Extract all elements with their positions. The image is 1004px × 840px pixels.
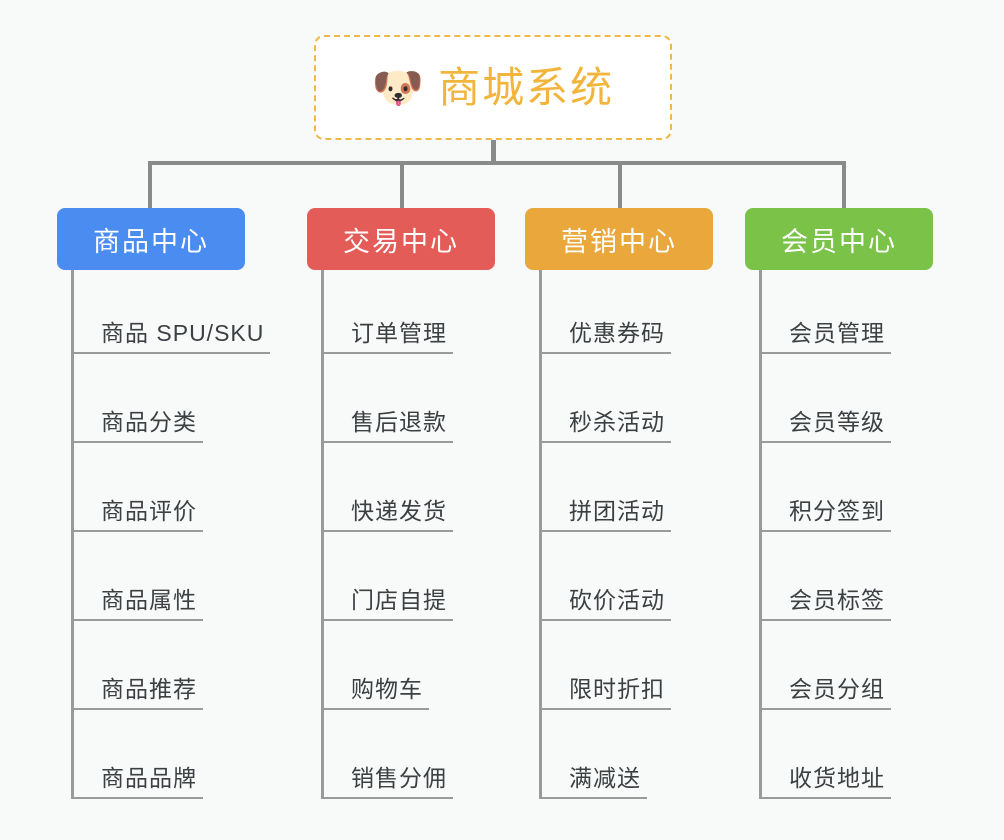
leaf-item-rule [539,441,671,443]
leaf-item-rule [539,530,671,532]
leaf-item-rule [759,797,891,799]
leaf-item-rule [759,619,891,621]
leaf-item-label: 秒杀活动 [569,409,665,435]
leaf-item-label: 门店自提 [351,587,447,613]
leaf-item-rule [71,619,203,621]
leaf-item-label: 快递发货 [351,498,447,524]
category-header-product-center[interactable]: 商品中心 [57,208,245,270]
leaf-item-label: 商品推荐 [101,676,197,702]
leaf-item-rule [759,530,891,532]
leaf-item-label: 商品评价 [101,498,197,524]
leaf-item-rule [71,708,203,710]
leaf-item-rule [759,708,891,710]
category-header-marketing-center[interactable]: 营销中心 [525,208,713,270]
leaf-item-rule [71,530,203,532]
category-header-trade-center[interactable]: 交易中心 [307,208,495,270]
leaf-item-label: 积分签到 [789,498,885,524]
leaf-item-label: 订单管理 [351,320,447,346]
leaf-item-label: 会员标签 [789,587,885,613]
leaf-item-rule [539,352,671,354]
leaf-item-rule [321,797,453,799]
leaf-item-label: 售后退款 [351,409,447,435]
leaf-item-rule [71,441,203,443]
leaf-item-rule [539,619,671,621]
bus-line [148,161,846,165]
leaf-item-rule [321,441,453,443]
leaf-item-rule [539,797,647,799]
root-node[interactable]: 🐶 商城系统 [314,35,672,140]
leaf-item-rule [321,352,453,354]
leaf-item-rule [321,530,453,532]
leaf-item-rule [759,352,891,354]
branch-drop-line-1 [148,161,152,208]
branch-trunk [759,272,762,799]
branch-drop-line-3 [618,161,622,208]
leaf-item-label: 商品品牌 [101,765,197,791]
leaf-item-label: 优惠券码 [569,320,665,346]
leaf-item-label: 会员分组 [789,676,885,702]
leaf-item-label: 收货地址 [789,765,885,791]
leaf-item-label: 商品 SPU/SKU [101,320,265,346]
category-label: 交易中心 [343,226,459,257]
leaf-item-rule [539,708,671,710]
leaf-item-label: 限时折扣 [569,676,665,702]
root-title: 商城系统 [438,63,615,111]
leaf-item-label: 商品分类 [101,409,197,435]
leaf-item-rule [321,708,429,710]
leaf-item-label: 会员管理 [789,320,885,346]
leaf-item-label: 商品属性 [101,587,197,613]
category-label: 会员中心 [781,226,897,257]
branch-trunk [539,272,542,799]
leaf-item-rule [71,352,270,354]
leaf-item-label: 销售分佣 [351,765,447,791]
leaf-item-rule [321,619,453,621]
branch-trunk [71,272,74,799]
leaf-item-label: 会员等级 [789,409,885,435]
dog-face-icon: 🐶 [371,63,425,111]
branch-trunk [321,272,324,799]
leaf-item-label: 购物车 [351,676,423,702]
root-drop-line [491,140,496,165]
leaf-item-label: 拼团活动 [569,498,665,524]
leaf-item-rule [71,797,203,799]
branch-drop-line-4 [842,161,846,208]
branch-drop-line-2 [400,161,404,208]
leaf-item-label: 满减送 [569,765,641,791]
category-label: 营销中心 [561,226,677,257]
category-header-member-center[interactable]: 会员中心 [745,208,933,270]
leaf-item-label: 砍价活动 [569,587,665,613]
category-label: 商品中心 [93,226,209,257]
leaf-item-rule [759,441,891,443]
